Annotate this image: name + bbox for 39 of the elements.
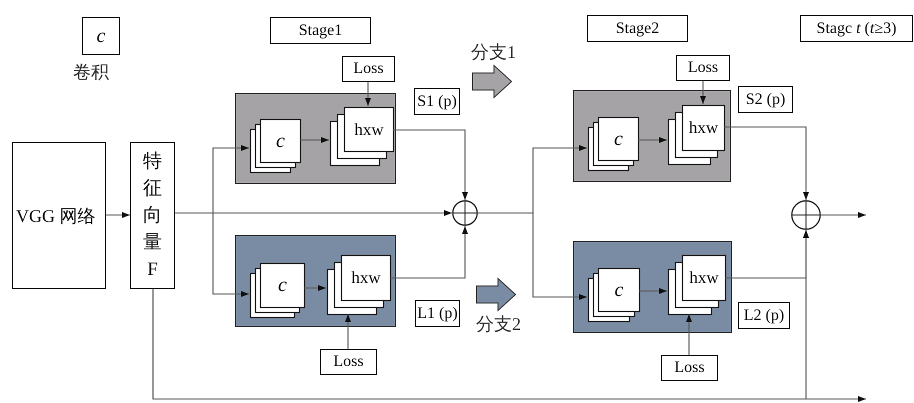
output-label: S1 (p) [414, 88, 460, 115]
feature-box: 特征向量F [130, 142, 175, 289]
arrow [390, 226, 468, 279]
output-label: S2 (p) [738, 86, 793, 113]
arrow [821, 212, 866, 218]
arrow [345, 314, 351, 349]
arrow [639, 288, 667, 294]
arrow [700, 81, 706, 104]
stage-panel [573, 241, 732, 333]
stage-label: Stage2 [587, 15, 688, 42]
arrow [478, 212, 587, 300]
arrow [106, 212, 130, 218]
loss-box: Loss [320, 349, 377, 375]
output-label: L2 (p) [738, 302, 790, 329]
arrow [152, 230, 809, 400]
legend-box: c [82, 17, 120, 55]
loss-box: Loss [676, 55, 730, 81]
network-box: VGG 网络 [12, 142, 106, 289]
arrow [300, 137, 329, 143]
stage-panel [235, 235, 396, 327]
arrow [393, 129, 468, 200]
loss-box: Loss [342, 56, 395, 82]
arrow [686, 314, 692, 355]
loss-box: Loss [661, 355, 718, 381]
label-text: 卷积 [73, 61, 109, 84]
sum-circle [452, 200, 478, 226]
arrow [638, 137, 667, 143]
stage-panel [573, 90, 731, 182]
sum-circle [791, 200, 821, 230]
stage-label: Stagc t (t≥3) [800, 15, 913, 42]
stage-label: Stage1 [270, 17, 371, 44]
label-text: 分支1 [471, 41, 516, 64]
arrow [304, 285, 326, 291]
stage-panel [235, 93, 396, 184]
arrow [175, 212, 249, 297]
arrow [365, 82, 371, 106]
output-label: L1 (p) [415, 300, 460, 327]
label-text: 分支2 [476, 313, 521, 336]
arrow [724, 126, 809, 200]
